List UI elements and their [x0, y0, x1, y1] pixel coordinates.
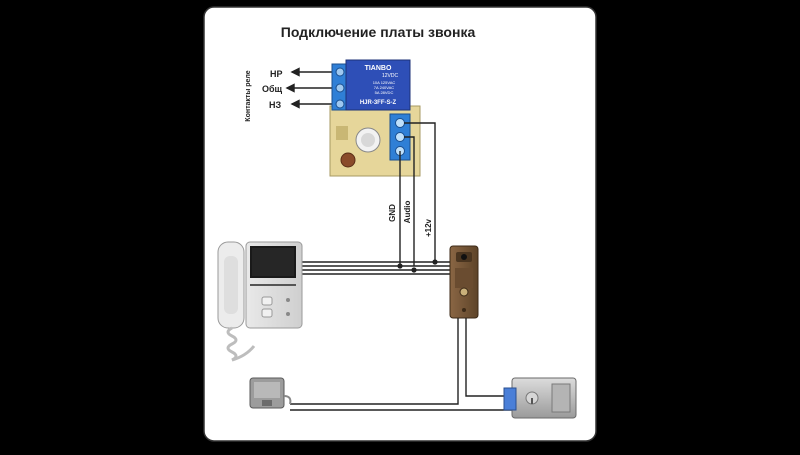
- coiled-cord-icon: [226, 326, 256, 362]
- diode: [340, 152, 356, 168]
- relay-body: [345, 59, 411, 111]
- diagram-title: Подключение платы звонка: [281, 24, 476, 40]
- call-button-icon: [459, 287, 469, 297]
- label-no: НР: [270, 69, 283, 79]
- bus-wires: [300, 261, 450, 275]
- indicator-icon: [286, 312, 290, 316]
- power-supply-label-area: [254, 382, 280, 398]
- screw-icon: [395, 132, 405, 142]
- keyhole-slot: [531, 398, 533, 404]
- relay-contacts-label: Контакты реле: [245, 70, 252, 121]
- speaker-grille: [455, 268, 473, 288]
- relay-coil: 12VDC: [382, 73, 399, 79]
- relay-board: TIANBO 12VDC 10A 125VAC 7A 240VAC 5A 28V…: [329, 59, 421, 177]
- relay-rating-1: 10A 125VAC: [373, 80, 396, 85]
- relay-brand: TIANBO: [365, 65, 392, 72]
- capacitor-top: [361, 133, 375, 147]
- video-monitor: [217, 241, 303, 362]
- label-nc: НЗ: [269, 100, 281, 110]
- signal-wires: [399, 122, 436, 266]
- relay-rating-2: 7A 240VAC: [374, 85, 394, 90]
- electric-lock: [503, 377, 577, 419]
- pcb-pad: [336, 126, 348, 140]
- screen-glass: [252, 248, 294, 276]
- handset-grip: [224, 256, 238, 314]
- relay-rating-3: 5A 28VDC: [375, 90, 394, 95]
- screw-icon: [335, 67, 345, 77]
- power-plug-icon: [262, 400, 272, 406]
- door-call-panel: [449, 245, 479, 319]
- monitor-button: [261, 296, 273, 306]
- screw-icon: [395, 118, 405, 128]
- label-gnd: GND: [388, 204, 397, 222]
- lock-bolt: [503, 387, 517, 411]
- label-audio: Audio: [403, 201, 412, 224]
- label-common: Общ: [262, 84, 283, 94]
- monitor-button: [261, 308, 273, 318]
- camera-icon: [461, 254, 467, 260]
- monitor-grille: [250, 284, 296, 286]
- relay-model: HJR-3FF-S-Z: [360, 100, 397, 106]
- label-power: +12v: [424, 218, 433, 237]
- indicator-icon: [286, 298, 290, 302]
- relay-contact-arrows: [285, 67, 338, 109]
- power-supply: [249, 377, 292, 409]
- power-cord-icon: [283, 395, 292, 405]
- screw-icon: [462, 308, 466, 312]
- lock-wires: [290, 318, 518, 411]
- lock-housing: [551, 383, 571, 413]
- screw-icon: [335, 99, 345, 109]
- screw-icon: [335, 83, 345, 93]
